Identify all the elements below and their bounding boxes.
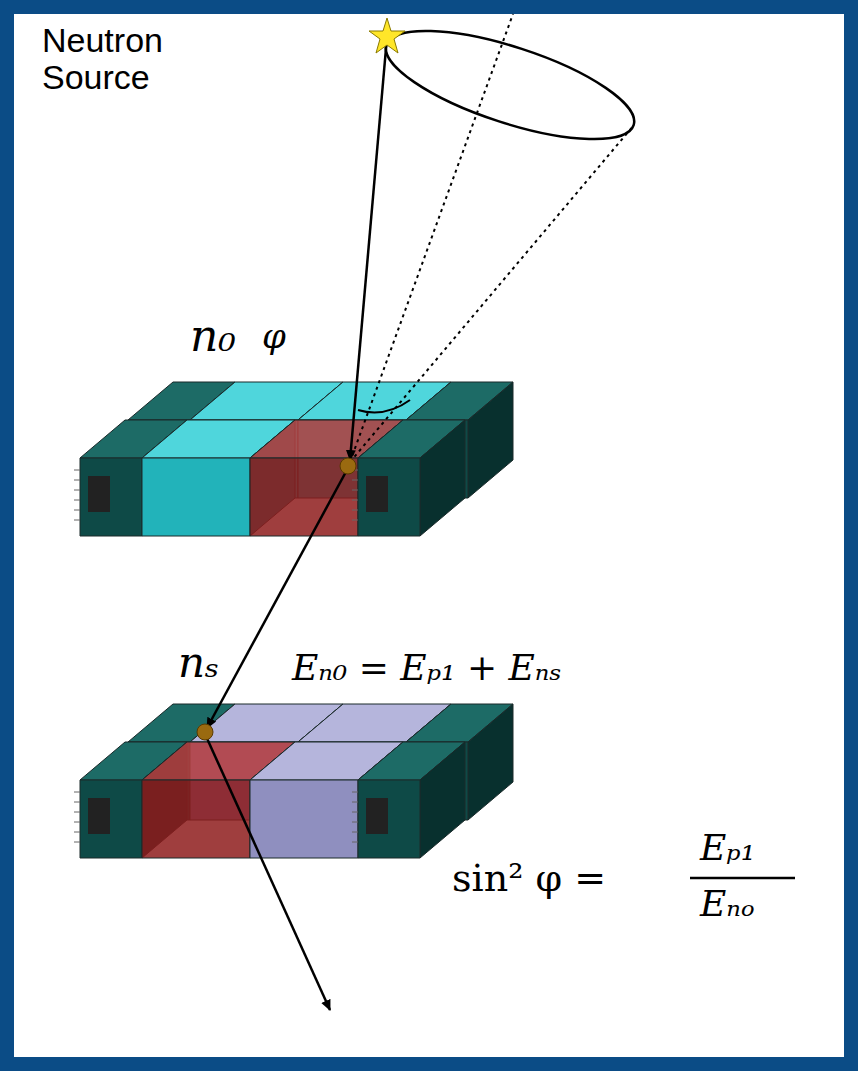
pmt-pin xyxy=(352,520,358,521)
fraction-numerator: Eₚ₁ xyxy=(700,828,755,868)
pmt-pin xyxy=(352,792,358,793)
angle-equation: sin² φ = xyxy=(452,858,606,900)
neutron-paths xyxy=(205,37,795,1010)
pmt-pin xyxy=(352,812,358,813)
pmt-pin xyxy=(352,832,358,833)
pmt-pin xyxy=(74,832,80,833)
interaction-point xyxy=(340,458,356,474)
energy-equation: Eₙ₀ = Eₚ₁ + Eₙₛ xyxy=(292,648,562,688)
pmt-pin xyxy=(352,480,358,481)
source-star xyxy=(369,18,405,53)
pmt-pin xyxy=(352,842,358,843)
detector-face xyxy=(468,704,513,820)
angle-label: φ xyxy=(262,318,286,355)
pmt-pin xyxy=(74,822,80,823)
pmt-pin xyxy=(74,470,80,471)
pmt-pin xyxy=(74,480,80,481)
pmt-pin xyxy=(352,822,358,823)
pmt-pin xyxy=(352,510,358,511)
detector-face xyxy=(358,458,420,536)
detector-face xyxy=(142,458,250,536)
pmt-pin xyxy=(74,812,80,813)
detector-face xyxy=(420,742,465,858)
cone xyxy=(350,9,645,462)
pmt-chip xyxy=(366,476,388,512)
path-label: n₀ xyxy=(190,312,236,360)
pmt-pin xyxy=(352,500,358,501)
pmt-pin xyxy=(74,510,80,511)
source-label: Neutron Source xyxy=(42,22,212,97)
pmt-pin xyxy=(74,500,80,501)
pmt-pin xyxy=(74,802,80,803)
pmt-chip xyxy=(88,798,110,834)
detector-face xyxy=(358,780,420,858)
pmt-chip xyxy=(366,798,388,834)
pmt-pin xyxy=(352,490,358,491)
detector-face xyxy=(468,382,513,498)
interaction-point xyxy=(197,724,213,740)
pmt-pin xyxy=(74,792,80,793)
detector-face xyxy=(80,458,142,536)
detector-face xyxy=(250,780,358,858)
path-label: nₛ xyxy=(178,640,219,686)
pmt-chip xyxy=(88,476,110,512)
pmt-pin xyxy=(352,802,358,803)
pmt-pin xyxy=(74,520,80,521)
detector-face xyxy=(250,458,358,536)
pmt-pin xyxy=(74,490,80,491)
fraction-denominator: Eₙₒ xyxy=(700,884,755,924)
pmt-pin xyxy=(74,842,80,843)
detector-face xyxy=(80,780,142,858)
detector-face xyxy=(142,780,250,858)
detector-face xyxy=(420,420,465,536)
